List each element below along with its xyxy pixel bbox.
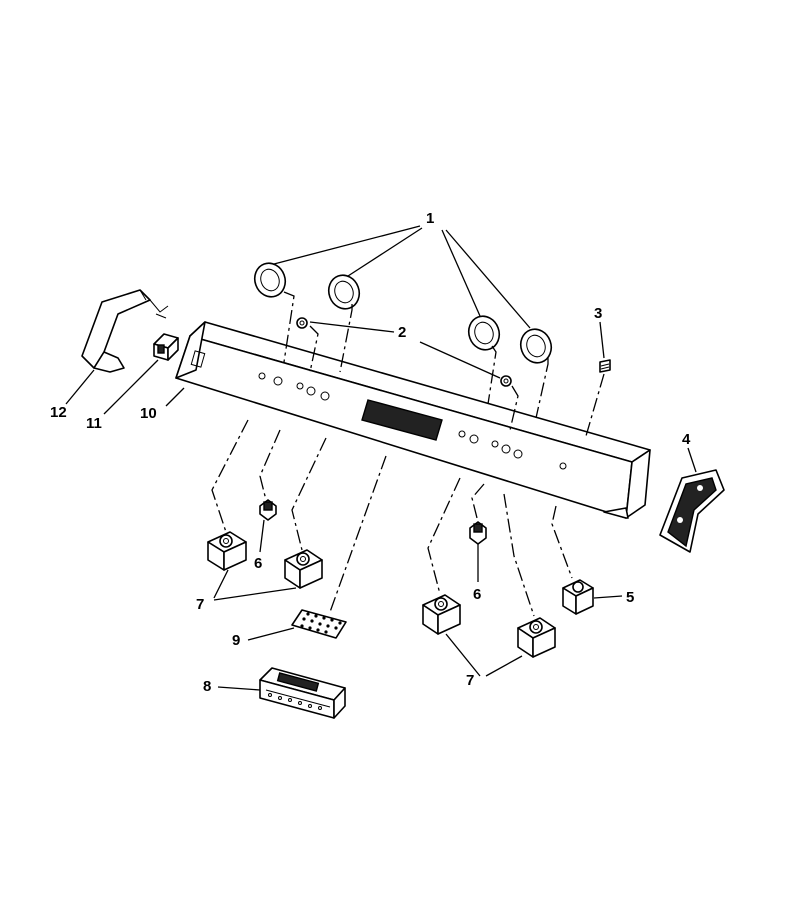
switch-part-11: [153, 333, 179, 361]
valve-part-7-a: [207, 531, 247, 571]
valve-part-7-c: [422, 594, 461, 635]
bezel-part-1-b: [327, 274, 361, 310]
switch-part-6-b: [469, 521, 487, 545]
callout-12: 12: [50, 404, 67, 421]
keypad-overlay-part-9: [291, 609, 347, 639]
callout-1: 1: [426, 210, 434, 227]
callout-6-left: 6: [254, 555, 262, 572]
bracket-part-4: [659, 469, 725, 553]
callout-9: 9: [232, 632, 240, 649]
callout-2: 2: [398, 324, 406, 341]
callout-4: 4: [682, 431, 691, 448]
bezel-part-1-a: [253, 262, 287, 298]
valve-part-7-b: [284, 549, 323, 589]
callout-7-left: 7: [196, 596, 204, 613]
assembly-dashed-lines: [211, 291, 605, 617]
indicator-light-part-2-a: [296, 317, 308, 329]
switch-part-3: [599, 359, 611, 373]
leader-lines: [65, 225, 697, 691]
callout-10: 10: [140, 405, 157, 422]
bezel-part-1-c: [467, 315, 501, 351]
callout-labels: 1 2 3 4 5 6 6 7 7 8 9 10 11 12: [50, 210, 691, 695]
switch-part-5: [562, 579, 594, 615]
callout-8: 8: [203, 678, 211, 695]
clock-timer-part-8: [259, 667, 346, 719]
callout-3: 3: [594, 305, 602, 322]
bezel-part-1-d: [519, 328, 553, 364]
indicator-light-part-2-b: [500, 375, 512, 387]
control-panel-part-10: [175, 321, 651, 519]
callout-7-right: 7: [466, 672, 474, 689]
callout-11: 11: [86, 415, 102, 432]
valve-part-7-d: [517, 617, 556, 658]
bracket-part-12: [81, 289, 169, 373]
callout-6-right: 6: [473, 586, 481, 603]
switch-part-6-a: [259, 499, 277, 521]
callout-5: 5: [626, 589, 634, 606]
